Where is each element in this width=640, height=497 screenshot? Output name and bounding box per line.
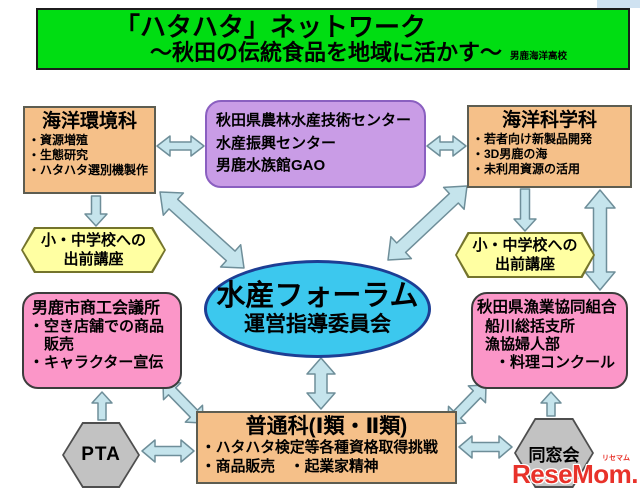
resemom-watermark-ruby: リセマム [602,455,630,462]
arrow-tech-center-marine-sci-bidirectional [426,135,467,157]
chamber-title: 男鹿市商工会議所 [32,300,161,317]
tech-center-line: 男鹿水族館GAO [216,157,326,175]
fishery-title: 秋田県漁業協同組合 [477,299,617,316]
general-course-item: ・商品販売 ・起業家精神 [201,458,379,475]
outreach-left-line: 小・中学校への [40,231,146,249]
arrow-pta-general-bidirectional [141,439,195,463]
tech-center-line: 水産振興センター [216,134,337,152]
arrow-forum-general-bidirectional [306,357,336,410]
resemom-watermark-text: ReseMom. [511,459,639,489]
general-course-title: 普通科(Ⅰ類・Ⅱ類) [245,415,408,438]
chamber-of-commerce-box: 男鹿市商工会議所 ・空き店舗での商品 販売 ・キャラクター宣伝 [22,292,182,389]
arrow-marine-env-forum-bidirectional [159,191,245,269]
forum-subtitle: 運営指導委員会 [244,312,391,336]
fishery-item: 船川総括支所 [485,317,576,335]
top-right-blue-strip [597,0,640,8]
forum-title: 水産フォーラム [216,280,419,313]
dept-marine-environment-item: ・資源増殖 [28,132,89,147]
chamber-item: 販売 [44,336,75,354]
pta-label: PTA [81,444,121,465]
dept-marine-environment-box: 海洋環境科 ・資源増殖 ・生態研究 ・ハタハタ選別機製作 [23,106,156,194]
school-credit: 男鹿海洋高校 [510,51,568,63]
dept-marine-science-title: 海洋科学科 [501,110,597,131]
arrow-marine-env-tech-center-bidirectional [156,135,205,157]
dept-marine-environment-item: ・生態研究 [28,147,89,162]
resemom-watermark: リセマム ReseMom. [511,455,639,490]
arrow-marine-sci-outreach-right [513,188,537,232]
outreach-left-line: 出前講座 [63,251,124,268]
outreach-right-line: 出前講座 [494,256,555,273]
dept-marine-science-item: ・3D男鹿の海 [472,146,548,161]
general-course-box: 普通科(Ⅰ類・Ⅱ類) ・ハタハタ検定等各種資格取得挑戦 ・商品販売 ・起業家精神 [196,411,457,484]
fishery-cooperative-box: 秋田県漁業協同組合 船川総括支所 漁協婦人部 ・料理コンクール [471,292,628,389]
tech-center-line: 秋田県農林水産技術センター [216,112,412,130]
general-course-item: ・ハタハタ検定等各種資格取得挑戦 [201,440,438,457]
alumni-association-hexagon: 同窓会 [514,418,594,488]
dept-marine-science-item: ・若者向け新製品開発 [472,131,593,146]
dept-marine-science-item: ・未利用資源の活用 [472,161,581,176]
fishery-item: ・料理コンクール [495,353,616,371]
alumni-label: 同窓会 [528,445,580,465]
tech-center-box: 秋田県農林水産技術センター 水産振興センター 男鹿水族館GAO [205,100,426,188]
arrow-alumni-fishery [540,391,562,417]
dept-marine-environment-title: 海洋環境科 [41,111,137,132]
slide-title: 「ハタハタ」ネットワーク [114,11,427,42]
fishery-item: 漁協婦人部 [485,335,561,353]
outreach-lecture-left-hexagon: 小・中学校への 出前講座 [21,227,166,273]
outreach-lecture-right-hexagon: 小・中学校への 出前講座 [455,232,595,278]
slide-subtitle: ～秋田の伝統食品を地域に活かす～ [150,40,503,66]
title-banner: 「ハタハタ」ネットワーク ～秋田の伝統食品を地域に活かす～ 男鹿海洋高校 [36,8,630,70]
pta-hexagon: PTA [62,422,140,488]
outreach-right-line: 小・中学校への [472,236,578,254]
arrow-pta-chamber [91,391,113,421]
chamber-item: ・空き店舗での商品 [29,318,165,336]
dept-marine-environment-item: ・ハタハタ選別機製作 [28,162,149,177]
fisheries-forum-ellipse: 水産フォーラム 運営指導委員会 [204,260,431,358]
arrow-general-alumni-bidirectional [458,435,513,459]
chamber-item: ・キャラクター宣伝 [29,354,164,372]
arrow-marine-env-outreach-left [84,195,108,227]
dept-marine-science-box: 海洋科学科 ・若者向け新製品開発 ・3D男鹿の海 ・未利用資源の活用 [467,105,632,188]
